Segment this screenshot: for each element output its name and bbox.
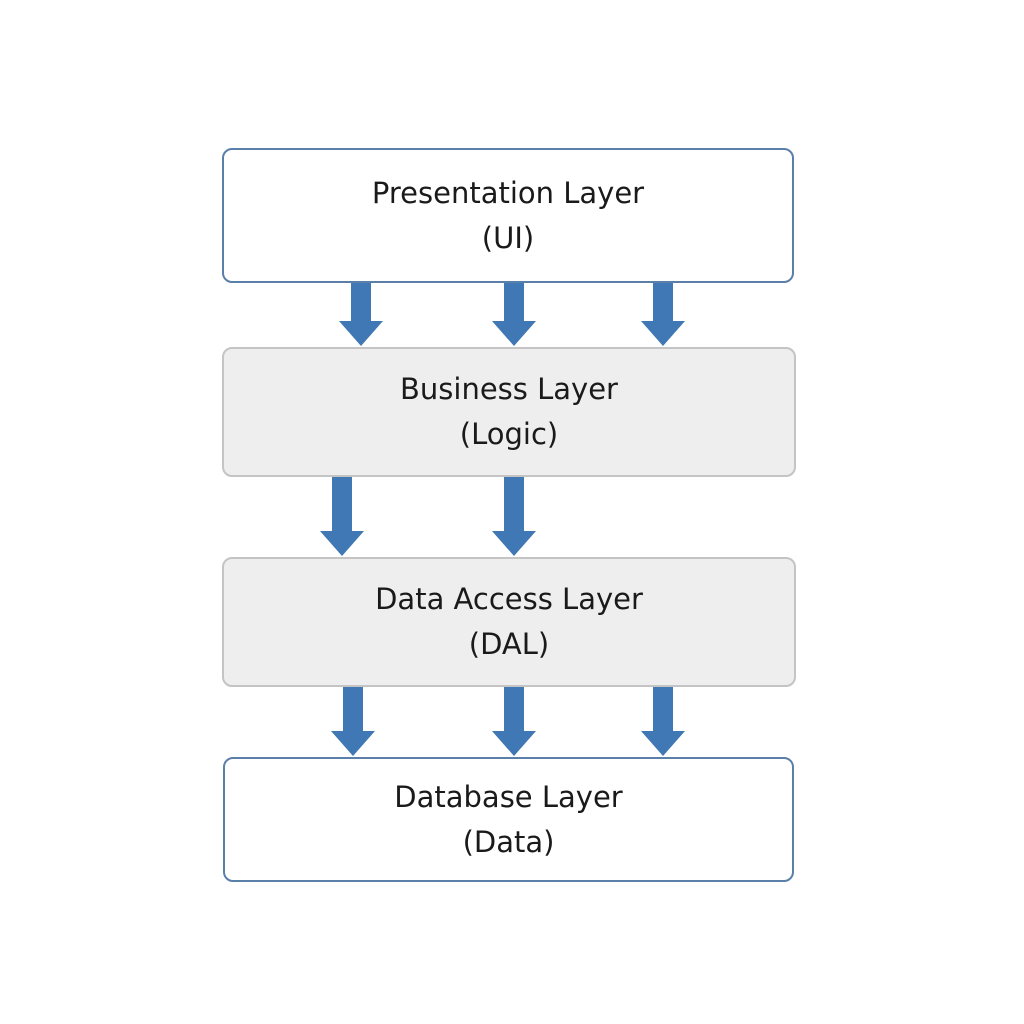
arrow-down-icon (320, 477, 364, 556)
business-layer-box: Business Layer (Logic) (222, 347, 796, 477)
database-layer-title: Database Layer (394, 779, 623, 814)
arrow-down-icon (492, 477, 536, 556)
data-access-layer-subtitle: (DAL) (468, 627, 550, 661)
database-layer-subtitle: (Data) (462, 824, 555, 859)
business-layer-subtitle: (Logic) (459, 417, 559, 451)
arrow-down-icon (641, 687, 685, 756)
arrow-down-icon (331, 687, 375, 756)
data-access-layer-title: Data Access Layer (375, 582, 643, 616)
arrow-down-icon (492, 687, 536, 756)
arrow-down-icon (641, 283, 685, 346)
business-layer-title: Business Layer (400, 372, 618, 406)
presentation-layer-title: Presentation Layer (371, 175, 645, 210)
presentation-layer-subtitle: (UI) (481, 220, 535, 255)
data-access-layer-box: Data Access Layer (DAL) (222, 557, 796, 687)
arrow-down-icon (339, 283, 383, 346)
presentation-layer-box: Presentation Layer (UI) (222, 148, 794, 283)
database-layer-box: Database Layer (Data) (223, 757, 794, 882)
arrow-down-icon (492, 283, 536, 346)
